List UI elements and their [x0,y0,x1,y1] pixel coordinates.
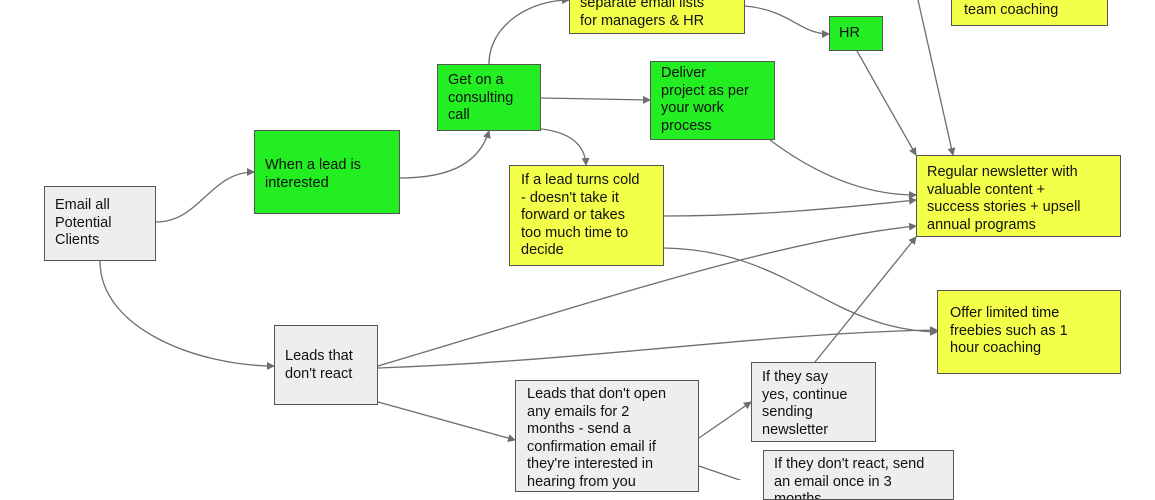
connector-lead-interested-to-consulting-call [399,130,491,179]
node-leads-that-dont-react: Leads that don't react [274,325,378,405]
node-lead-turns-cold: If a lead turns cold - doesn't take it f… [509,165,664,266]
connector-dont-react-to-dont-open [377,401,516,442]
connector-hr-to-newsletter [856,50,917,156]
connector-lead-cold-to-freebies [663,247,938,336]
node-separate-email-lists: separate email lists for managers & HR [569,0,745,34]
connector-email-all-to-lead-interested [155,168,255,223]
connector-dont-react-to-newsletter [377,222,917,367]
node-deliver-project: Deliver project as per your work process [650,61,775,140]
connector-dont-open-to-no-react [698,465,742,480]
node-get-on-a-consulting-call: Get on a consulting call [437,64,541,131]
connector-team-coaching-to-newsletter [917,0,956,156]
node-regular-newsletter: Regular newsletter with valuable content… [916,155,1121,237]
connector-email-all-to-dont-react [99,260,275,370]
node-team-coaching: team coaching [951,0,1108,26]
node-offer-freebies: Offer limited time freebies such as 1 ho… [937,290,1121,374]
connector-consulting-call-to-email-lists [488,0,570,65]
connector-say-yes-to-newsletter [814,236,917,363]
node-if-they-dont-react: If they don't react, send an email once … [763,450,954,500]
node-hr: HR [829,16,883,51]
node-if-they-say-yes: If they say yes, continue sending newsle… [751,362,876,442]
connector-dont-react-to-freebies [377,326,938,369]
connector-deliver-project-to-newsletter [769,139,917,199]
node-email-all-potential-clients: Email all Potential Clients [44,186,156,261]
node-leads-that-dont-open: Leads that don't open any emails for 2 m… [515,380,699,492]
connector-consulting-call-to-deliver-project [540,95,651,104]
node-when-a-lead-is-interested: When a lead is interested [254,130,400,214]
connector-dont-open-to-say-yes [698,401,752,439]
flow-diagram: Email all Potential Clients When a lead … [44,0,1121,500]
connector-lead-cold-to-newsletter [663,196,917,217]
connector-consulting-call-to-lead-cold [523,127,590,166]
connector-email-lists-to-hr [744,5,830,38]
